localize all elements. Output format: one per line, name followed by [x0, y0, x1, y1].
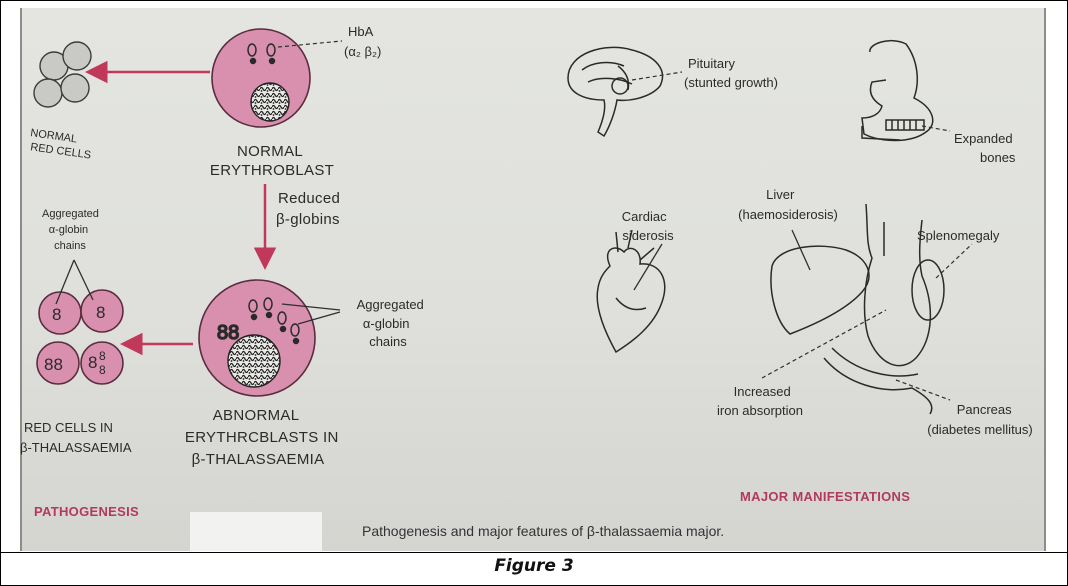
liver-label: Liver (haemosiderosis) — [738, 187, 838, 222]
iron-absorption-leader — [762, 310, 886, 378]
svg-text:8: 8 — [96, 303, 105, 322]
pituitary-leader — [632, 72, 682, 80]
hba-label: HbA — [348, 24, 374, 39]
figure-title: Figure 3 — [0, 556, 1068, 576]
spleen-leader — [936, 244, 972, 278]
diagram: NORMAL RED CELLS HbA (α₂ β₂) NORMAL ERYT… — [20, 8, 1046, 551]
svg-text:8: 8 — [99, 363, 106, 377]
svg-text:8: 8 — [52, 305, 61, 324]
liver-leader — [792, 230, 810, 270]
normal-red-cells-icon — [34, 42, 91, 107]
pituitary-label: Pituitary (stunted growth) — [684, 56, 778, 90]
figure-photo: NORMAL RED CELLS HbA (α₂ β₂) NORMAL ERYT… — [20, 8, 1046, 551]
cardiac-label: Cardiac siderosis — [622, 209, 674, 243]
pancreas-label: Pancreas (diabetes mellitus) — [927, 402, 1033, 437]
liver-drawing — [771, 246, 869, 334]
abnormal-erythroblasts-label: ABNORMAL ERYTHRCBLASTS IN β-THALASSAEMIA — [185, 407, 343, 468]
figure-caption: Pathogenesis and major features of β-tha… — [362, 523, 724, 539]
pancreas-leader — [896, 380, 950, 400]
svg-text:8: 8 — [88, 353, 97, 372]
brain-drawing — [568, 47, 662, 136]
svg-text:8: 8 — [99, 349, 106, 363]
normal-erythroblast-cell — [212, 29, 310, 127]
svg-text:88: 88 — [44, 355, 63, 374]
normal-erythroblast-label: NORMAL ERYTHROBLAST — [210, 143, 334, 179]
splenomegaly-label: Splenomegaly — [917, 228, 1000, 243]
aggregated-left-label: Aggregated α-globin chains — [42, 208, 102, 252]
title-divider — [0, 552, 1068, 553]
hba-chains-label: (α₂ β₂) — [344, 44, 381, 59]
reduced-label: Reduced β-globins — [276, 190, 345, 228]
iron-absorption-label: Increased iron absorption — [717, 384, 803, 418]
thalassaemic-red-cells-icon: 8 8 88 8 8 8 — [37, 290, 123, 384]
heart-drawing — [597, 230, 665, 352]
normal-red-cells-label: NORMAL RED CELLS — [28, 127, 94, 162]
pathogenesis-section-label: PATHOGENESIS — [34, 504, 139, 519]
abnormal-erythroblast-cell: 88 — [199, 280, 315, 396]
manifestations-section-label: MAJOR MANIFESTATIONS — [740, 489, 910, 504]
svg-text:88: 88 — [217, 322, 239, 344]
spleen-drawing — [912, 260, 944, 320]
aggregated-right-label: Aggregated α-globin chains — [357, 297, 428, 349]
cardiac-leader — [634, 244, 662, 290]
expanded-bones-leader — [922, 126, 950, 131]
thal-red-cells-label: RED CELLS IN β-THALASSAEMIA — [20, 420, 132, 455]
expanded-bones-label: Expanded bones — [954, 131, 1016, 165]
